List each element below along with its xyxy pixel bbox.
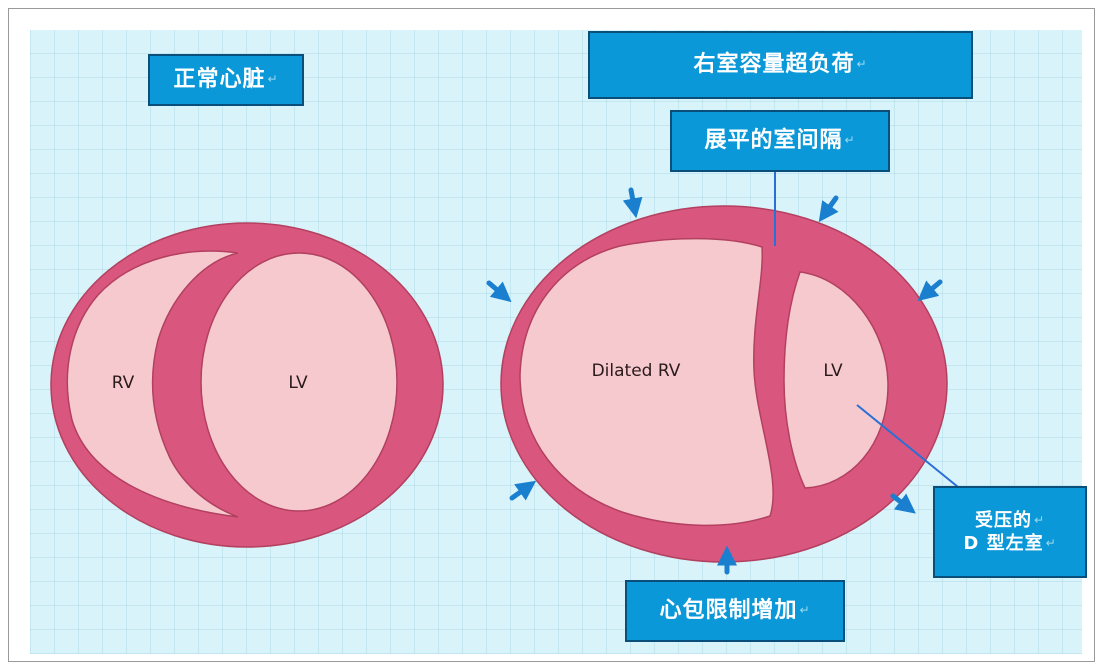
arrow-icon [622,187,643,219]
pericardial-constraint-text: 心包限制增加 [659,597,798,623]
compressed-lv-text-line2: D 型左室 [963,533,1044,554]
arrow-icon [486,280,512,303]
compressed-lv-callout: 受压的↵ D 型左室↵ [933,486,1087,578]
normal-heart: RV LV [50,222,444,548]
lv-leader-line [856,404,959,488]
dilated-rv-label: Dilated RV [592,361,681,381]
flattened-septum-callout: 展平的室间隔↵ [670,110,890,172]
rv-volume-overload-text: 右室容量超负荷 [693,51,855,77]
normal-lv-cavity [200,252,398,512]
normal-lv-label: LV [288,373,308,393]
pericardial-constraint-callout: 心包限制增加↵ [625,580,845,642]
arrow-icon [509,480,537,501]
flattened-septum-text: 展平的室间隔 [704,127,843,153]
overload-heart: Dilated RV LV [500,205,948,563]
normal-rv-cavity [66,250,239,518]
arrow-icon [917,279,943,302]
rv-volume-overload-callout: 右室容量超负荷↵ [588,31,973,99]
normal-rv-label: RV [112,373,135,393]
dilated-rv-cavity [519,237,774,527]
normal-heart-callout: 正常心脏↵ [148,54,304,106]
compressed-lv-text-line1: 受压的 [974,509,1032,531]
d-shaped-lv-cavity [783,271,889,489]
arrow-icon [818,195,839,223]
arrow-icon [890,493,916,514]
overload-lv-label: LV [823,361,843,381]
normal-heart-text: 正常心脏 [173,66,266,92]
